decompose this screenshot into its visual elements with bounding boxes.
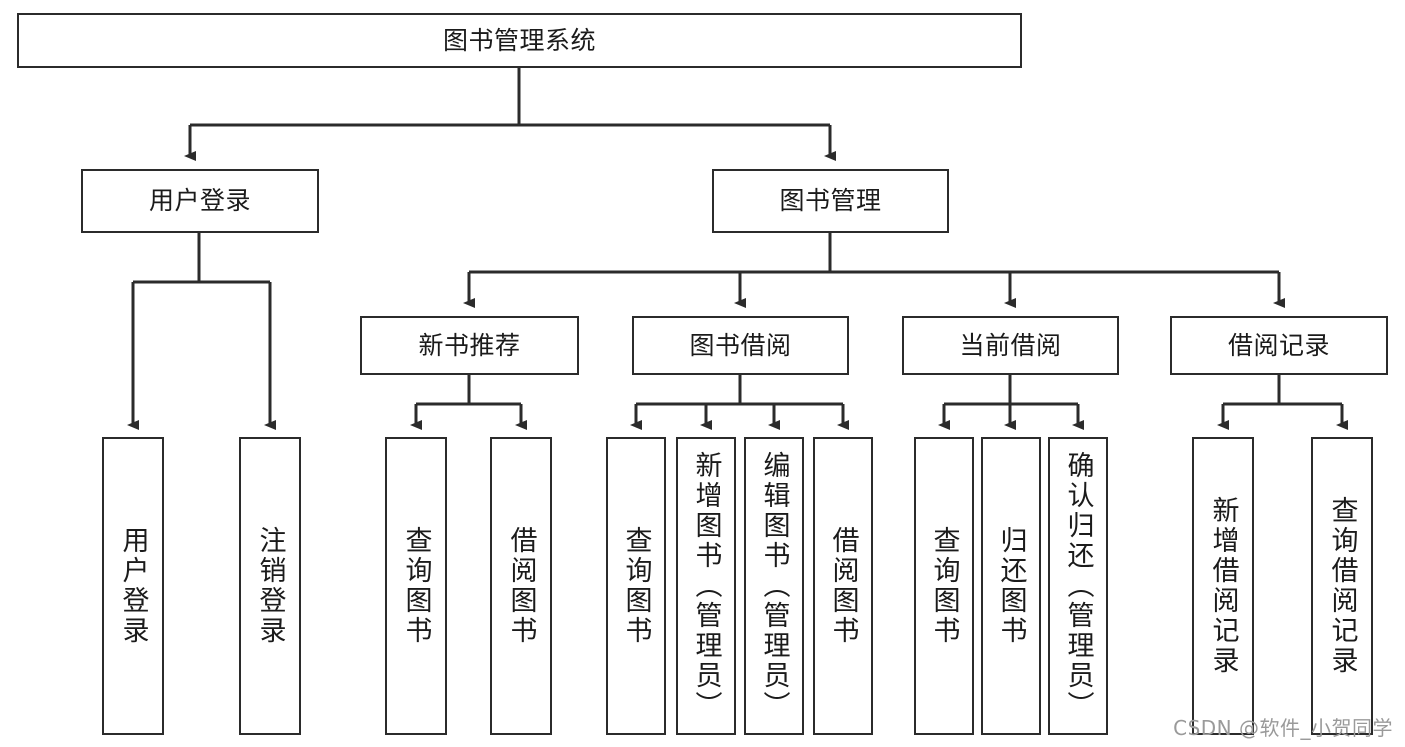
leaf-borrow-book-1-label: 借阅图书 [505,526,537,646]
node-book-management-label: 图书管理 [779,186,882,215]
leaf-add-book[interactable]: 新增图书（管理员） [676,437,736,735]
leaf-borrow-book-1[interactable]: 借阅图书 [490,437,552,735]
leaf-query-book-1[interactable]: 查询图书 [385,437,447,735]
leaf-query-book-1-label: 查询图书 [400,526,432,646]
node-book-borrow-label: 图书借阅 [689,330,792,360]
node-new-book-recommend-label: 新书推荐 [418,330,521,360]
leaf-logout-login[interactable]: 注销登录 [239,437,301,735]
node-new-book-recommend[interactable]: 新书推荐 [360,316,579,375]
leaf-confirm-return-label: 确认归还（管理员） [1062,451,1094,721]
node-root[interactable]: 图书管理系统 [17,13,1022,68]
leaf-logout-login-label: 注销登录 [254,526,286,646]
node-borrow-record[interactable]: 借阅记录 [1170,316,1388,375]
node-root-label: 图书管理系统 [442,25,596,55]
leaf-add-book-label: 新增图书（管理员） [690,451,722,721]
leaf-borrow-book-2-label: 借阅图书 [827,526,859,646]
leaf-confirm-return[interactable]: 确认归还（管理员） [1048,437,1108,735]
leaf-query-book-2[interactable]: 查询图书 [606,437,666,735]
node-book-management[interactable]: 图书管理 [712,169,949,233]
leaf-query-book-2-label: 查询图书 [620,526,652,646]
leaf-return-book-label: 归还图书 [995,526,1027,646]
leaf-query-borrow-record[interactable]: 查询借阅记录 [1311,437,1373,735]
leaf-query-book-3[interactable]: 查询图书 [914,437,974,735]
leaf-user-login[interactable]: 用户登录 [102,437,164,735]
node-current-borrow[interactable]: 当前借阅 [902,316,1119,375]
leaf-user-login-label: 用户登录 [117,526,149,646]
leaf-borrow-book-2[interactable]: 借阅图书 [813,437,873,735]
leaf-query-borrow-record-label: 查询借阅记录 [1326,496,1358,676]
node-borrow-record-label: 借阅记录 [1227,330,1330,360]
node-user-login[interactable]: 用户登录 [81,169,319,233]
leaf-query-book-3-label: 查询图书 [928,526,960,646]
node-user-login-label: 用户登录 [148,186,251,215]
leaf-return-book[interactable]: 归还图书 [981,437,1041,735]
node-book-borrow[interactable]: 图书借阅 [632,316,849,375]
leaf-add-borrow-record[interactable]: 新增借阅记录 [1192,437,1254,735]
node-current-borrow-label: 当前借阅 [959,330,1062,360]
leaf-add-borrow-record-label: 新增借阅记录 [1207,496,1239,676]
leaf-edit-book-label: 编辑图书（管理员） [758,451,790,721]
leaf-edit-book[interactable]: 编辑图书（管理员） [744,437,804,735]
